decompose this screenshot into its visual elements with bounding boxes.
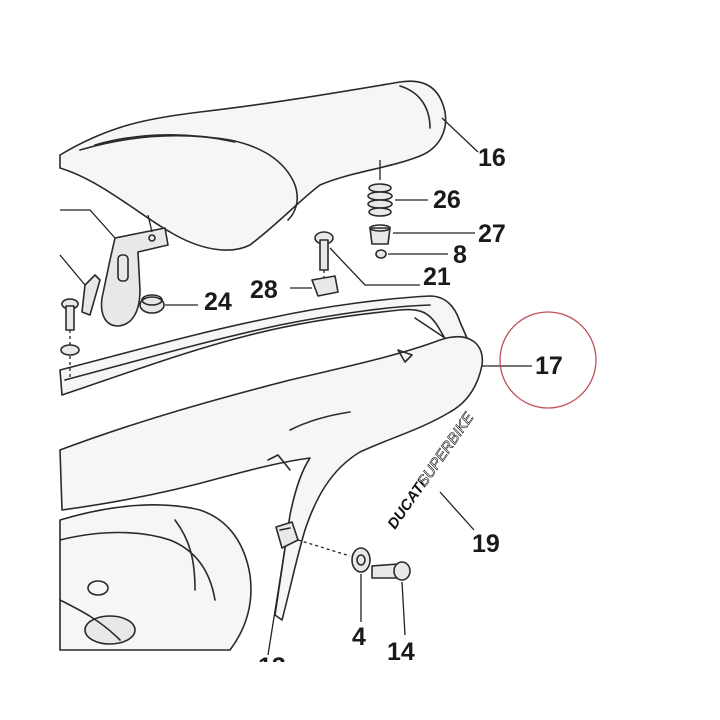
part-number-27: 27: [478, 220, 506, 248]
part-number-26: 26: [433, 186, 461, 214]
part-number-16: 16: [478, 144, 506, 172]
part-number-14: 14: [387, 638, 415, 666]
part-number-19: 19: [472, 530, 500, 558]
left-bolt: [60, 298, 80, 380]
part-number-28: 28: [250, 276, 278, 304]
part-number-17: 17: [535, 352, 563, 380]
rear-body: [59, 504, 252, 651]
bracket-part: [59, 209, 169, 327]
part-number-21: 21: [423, 263, 451, 291]
leader-16: [441, 117, 479, 153]
grommet-part: [139, 294, 198, 314]
part-number-8: 8: [453, 241, 467, 269]
highlight-circle: [499, 311, 597, 409]
leader-19: [439, 491, 475, 531]
tail-fairing: [59, 336, 484, 621]
bottom-crop: [0, 662, 720, 720]
part-number-4: 4: [352, 623, 366, 651]
part-number-24: 24: [204, 288, 232, 316]
washer-bolt-part: [297, 539, 411, 636]
seat-part: [59, 80, 447, 251]
damper-stack: [367, 160, 475, 259]
screw-clip-part: [290, 231, 420, 297]
